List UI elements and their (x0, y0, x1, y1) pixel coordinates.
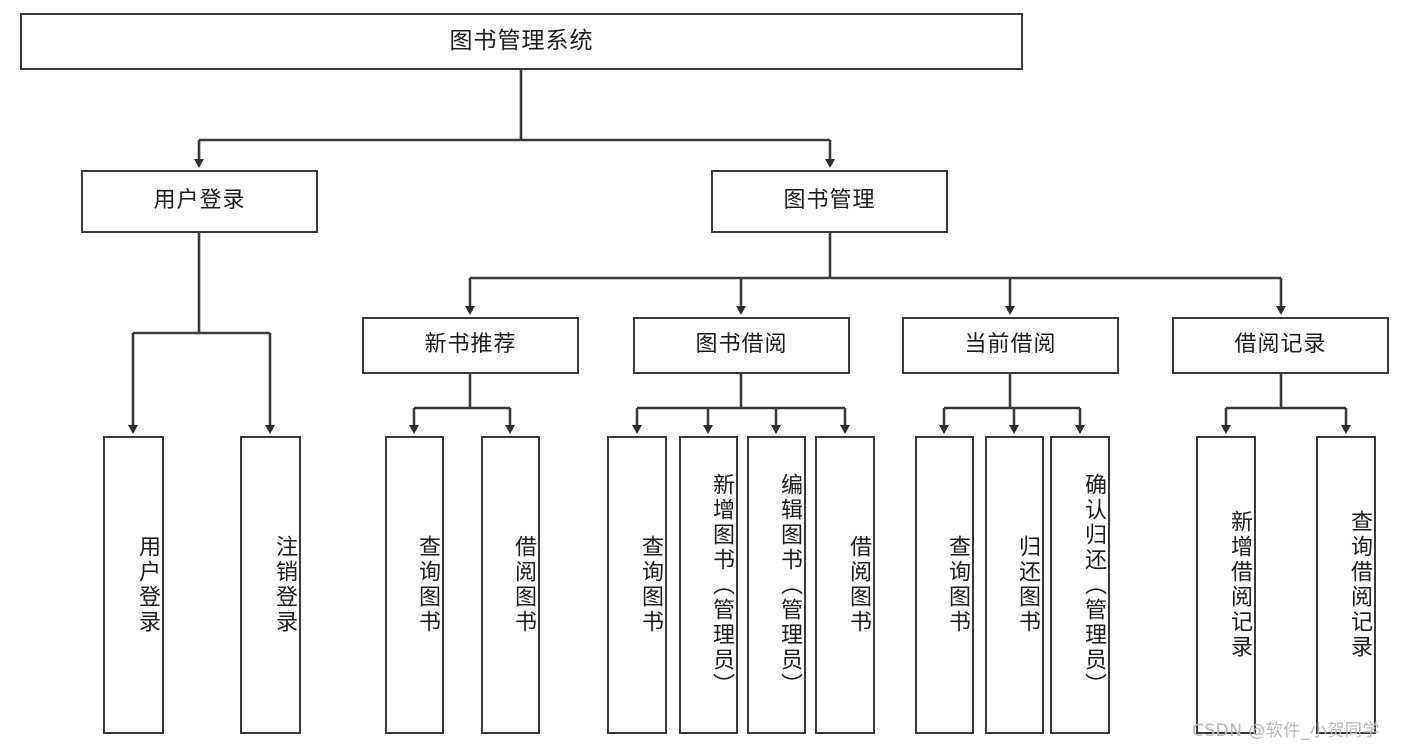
leaf-add-borrow-record[interactable]: 新增借阅记录 (1196, 436, 1256, 734)
node-new-book-recommend[interactable]: 新书推荐 (362, 317, 579, 374)
node-book-borrow[interactable]: 图书借阅 (633, 317, 850, 374)
node-label: 新书推荐 (424, 332, 517, 358)
node-label: 用户登录 (135, 535, 160, 635)
node-label: 借阅记录 (1234, 332, 1327, 358)
leaf-query-book-recommend[interactable]: 查询图书 (385, 436, 444, 734)
leaf-edit-book-admin[interactable]: 编辑图书（管理员） (747, 436, 806, 734)
node-label: 用户登录 (153, 188, 246, 214)
leaf-logout[interactable]: 注销登录 (240, 436, 301, 734)
leaf-add-book-admin[interactable]: 新增图书（管理员） (679, 436, 738, 734)
node-label: 当前借阅 (964, 332, 1057, 358)
node-label: 确认归还（管理员） (1081, 472, 1106, 698)
node-label: 编辑图书（管理员） (777, 472, 802, 698)
leaf-confirm-return-admin[interactable]: 确认归还（管理员） (1050, 436, 1110, 734)
node-root[interactable]: 图书管理系统 (20, 13, 1023, 70)
leaf-query-book-borrow[interactable]: 查询图书 (607, 436, 667, 734)
leaf-return-book[interactable]: 归还图书 (985, 436, 1044, 734)
node-label: 查询图书 (945, 535, 970, 635)
node-book-management[interactable]: 图书管理 (711, 170, 948, 233)
leaf-borrow-book[interactable]: 借阅图书 (815, 436, 875, 734)
node-label: 归还图书 (1015, 535, 1040, 635)
leaf-borrow-book-recommend[interactable]: 借阅图书 (481, 436, 540, 734)
node-label: 借阅图书 (511, 535, 536, 635)
node-current-borrow[interactable]: 当前借阅 (902, 317, 1119, 374)
node-label: 新增图书（管理员） (709, 472, 734, 698)
node-label: 借阅图书 (846, 535, 871, 635)
node-label: 注销登录 (272, 535, 297, 635)
node-borrow-record[interactable]: 借阅记录 (1172, 317, 1389, 374)
leaf-query-book-current[interactable]: 查询图书 (915, 436, 974, 734)
watermark: CSDN @软件_小贺同学 (1192, 721, 1380, 741)
leaf-query-borrow-record[interactable]: 查询借阅记录 (1316, 436, 1376, 734)
node-label: 查询图书 (415, 535, 440, 635)
node-label: 查询图书 (638, 535, 663, 635)
node-label: 图书管理系统 (449, 27, 594, 54)
node-label: 查询借阅记录 (1347, 510, 1372, 660)
node-label: 图书管理 (783, 188, 876, 214)
node-user-login[interactable]: 用户登录 (81, 170, 318, 233)
node-label: 图书借阅 (695, 332, 788, 358)
leaf-user-login[interactable]: 用户登录 (103, 436, 164, 734)
node-label: 新增借阅记录 (1227, 510, 1252, 660)
